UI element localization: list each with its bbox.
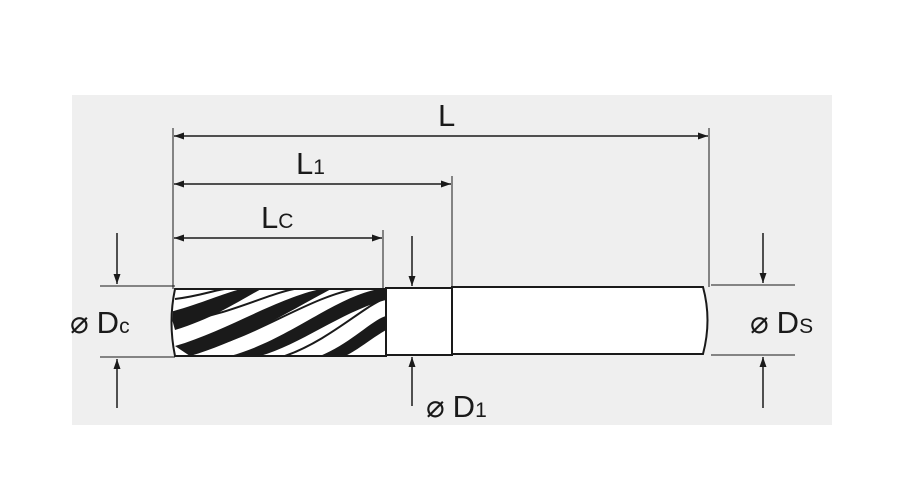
cutting-length-label: LC: [261, 200, 293, 235]
diameter-icon: ⌀: [750, 305, 769, 340]
overall-length-label: L: [438, 98, 455, 133]
diameter-arrows: [113, 233, 767, 408]
diameter-icon: ⌀: [426, 389, 445, 424]
neck-diameter-label: ⌀D1: [426, 389, 487, 424]
extension-lines: [100, 128, 795, 358]
shank: [451, 286, 709, 355]
length-to-neck-label: L1: [296, 146, 325, 181]
neck: [385, 287, 453, 356]
shank-diameter-label: ⌀DS: [750, 305, 813, 340]
helical-flutes: [172, 289, 386, 356]
dimension-lines: [174, 132, 708, 242]
cutting-diameter-label: ⌀Dc: [70, 305, 130, 340]
diameter-icon: ⌀: [70, 305, 89, 340]
